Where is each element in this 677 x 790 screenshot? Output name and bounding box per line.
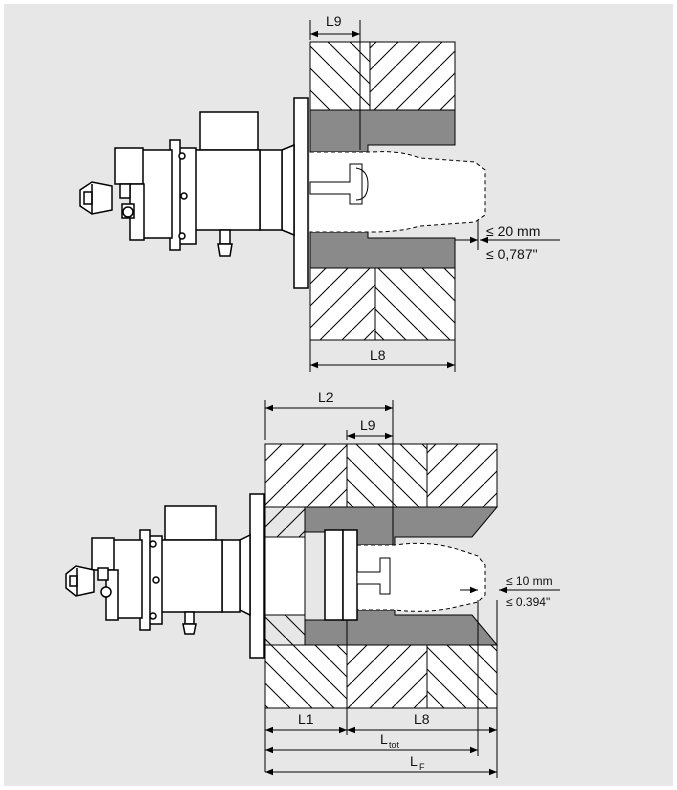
top-transmitter	[114, 111, 295, 257]
bottom-transmitter	[91, 505, 251, 635]
bottom-l2-label: L2	[318, 389, 334, 405]
top-dim-l9: L9	[309, 13, 361, 150]
top-connector-plug	[79, 181, 113, 215]
bottom-sensor-t	[356, 557, 391, 595]
bottom-l9-label: L9	[360, 417, 376, 433]
top-drawing: L9 L8 ≤ 20 mm ≤ 0,787"	[79, 13, 560, 372]
bottom-gap-in: ≤ 0.394"	[506, 595, 550, 609]
top-flange	[293, 97, 309, 289]
top-l9-label: L9	[326, 13, 342, 29]
top-dim-gap: ≤ 20 mm ≤ 0,787"	[455, 220, 560, 262]
bottom-dim-ltot: L tot	[265, 600, 479, 756]
bottom-pipe	[264, 536, 306, 616]
top-gap-in: ≤ 0,787"	[486, 246, 538, 262]
bottom-lf-label: L	[410, 753, 418, 769]
top-sensor-t	[309, 163, 363, 205]
bottom-flange	[249, 493, 265, 659]
top-l8-label: L8	[370, 347, 386, 363]
bottom-wall-upper	[264, 443, 498, 538]
bottom-ltot-label: L	[380, 731, 388, 747]
bottom-drawing: L2 L9 L1 L8 L tot L F	[65, 389, 560, 778]
bottom-l8-label: L8	[414, 711, 430, 727]
bottom-gap-mm: ≤ 10 mm	[506, 574, 553, 588]
top-wall-lower	[309, 267, 456, 341]
bottom-inner-flange	[324, 529, 344, 621]
bottom-lf-sub: F	[419, 762, 425, 772]
bottom-dim-l2: L2	[264, 389, 394, 545]
bottom-connector-plug	[65, 565, 95, 597]
top-gap-mm: ≤ 20 mm	[486, 223, 540, 239]
bottom-ltot-sub: tot	[389, 740, 400, 750]
bottom-l1-label: L1	[298, 711, 314, 727]
top-wall-upper	[309, 41, 456, 111]
bottom-dim-l9: L9	[346, 417, 393, 440]
bottom-dim-gap: ≤ 10 mm ≤ 0.394"	[460, 574, 560, 609]
bottom-wall-lower	[264, 614, 498, 709]
bottom-dim-lf: L F	[265, 600, 498, 778]
bottom-dim-l1-l8: L1 L8	[264, 620, 498, 772]
top-dim-l8: L8	[309, 340, 456, 372]
